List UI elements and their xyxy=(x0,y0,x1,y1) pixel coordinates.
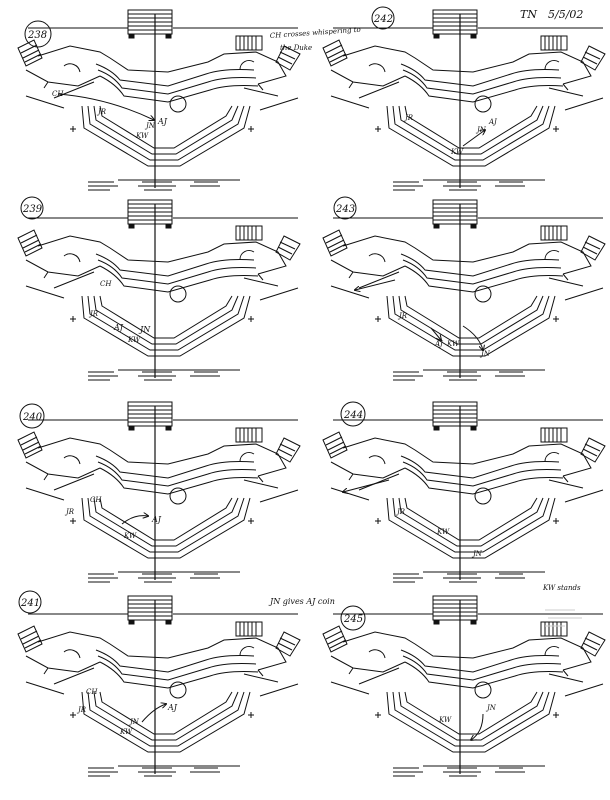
movement-arrow xyxy=(462,130,485,147)
date: 5/5/02 xyxy=(548,8,583,21)
panel-number: 241 xyxy=(20,598,40,609)
label-kw: KW xyxy=(438,716,452,724)
movement-arrow xyxy=(141,704,166,723)
movement-arrow xyxy=(57,93,154,120)
label-aj: AJ xyxy=(157,117,168,126)
label-jr: JR xyxy=(88,310,99,318)
label-kw: KW xyxy=(450,148,464,156)
label-aj: AJ xyxy=(113,323,124,332)
panel-number-circle xyxy=(24,20,52,48)
panel-240: 240 CH JR AJ KW xyxy=(17,401,301,583)
panel-241: 241 JN gives AJ coin CH JR AJ KW JN xyxy=(17,590,335,777)
initials: TN xyxy=(520,8,537,21)
label-aj: AJ xyxy=(167,703,178,712)
label-kw: KW xyxy=(446,340,460,348)
label-jn: JN xyxy=(485,704,497,712)
panel-239: 239 CH JR AJ KW JN xyxy=(17,196,301,381)
panel-number-circle xyxy=(333,196,357,220)
label-jn: JN xyxy=(144,122,156,130)
label-jn: JN xyxy=(471,550,483,558)
label-ch: CH xyxy=(86,688,98,696)
movement-arrow xyxy=(121,516,148,525)
panel-245: 245 KW JN xyxy=(322,595,606,777)
label-kw: KW xyxy=(436,528,450,536)
label-jn: JN xyxy=(138,325,151,334)
panel-243: 243 JR AJ KW JN xyxy=(322,196,606,381)
panel-number: 243 xyxy=(335,204,355,215)
label-aj: AJ xyxy=(151,515,162,524)
label-jn: JN xyxy=(479,350,491,358)
panel-number-circle xyxy=(371,6,395,30)
label-jr: JR xyxy=(76,706,87,714)
panel-number-circle xyxy=(18,590,42,614)
label-ch: CH xyxy=(90,496,102,504)
panel-number-circle xyxy=(19,403,45,429)
panel-number: 245 xyxy=(343,614,363,625)
note-2: the Duke xyxy=(280,44,312,52)
label-jr: JR xyxy=(397,312,408,320)
movement-arrow xyxy=(462,325,483,350)
label-kw: KW xyxy=(135,132,149,140)
label-ch: CH xyxy=(100,280,112,288)
note: KW stands xyxy=(542,584,581,592)
panel-number: 240 xyxy=(22,412,43,423)
label-jr: JR xyxy=(64,508,75,516)
movement-arrow xyxy=(355,279,396,290)
panel-number: 244 xyxy=(343,410,363,421)
panel-number: 239 xyxy=(22,204,43,215)
label-jr: JR xyxy=(96,108,107,116)
margin-smudge xyxy=(545,609,582,627)
label-jr: JR xyxy=(403,114,414,122)
panel-242: 242 JR AJ KW JN xyxy=(322,6,606,191)
panel-number: 238 xyxy=(27,30,47,41)
panel-238: 238 CH crosses whispering to the Duke CH… xyxy=(17,9,361,191)
label-kw: KW xyxy=(127,336,141,344)
note: JN gives AJ coin xyxy=(268,597,335,606)
movement-arrow xyxy=(430,327,441,340)
label-kw: KW xyxy=(119,728,133,736)
panel-number: 242 xyxy=(373,14,393,25)
label-jr: JR xyxy=(395,508,406,516)
movement-arrow xyxy=(471,713,484,740)
panel-number-circle xyxy=(340,401,366,427)
label-kw: KW xyxy=(123,532,137,540)
label-jn: JN xyxy=(128,718,140,726)
panel-number-circle xyxy=(20,196,44,220)
movement-arrow xyxy=(343,479,390,492)
label-aj: AJ xyxy=(434,340,444,348)
panel-number-circle xyxy=(340,605,366,631)
panel-244: 244 KW stands JR KW JN xyxy=(322,401,606,592)
label-aj: AJ xyxy=(488,118,498,126)
